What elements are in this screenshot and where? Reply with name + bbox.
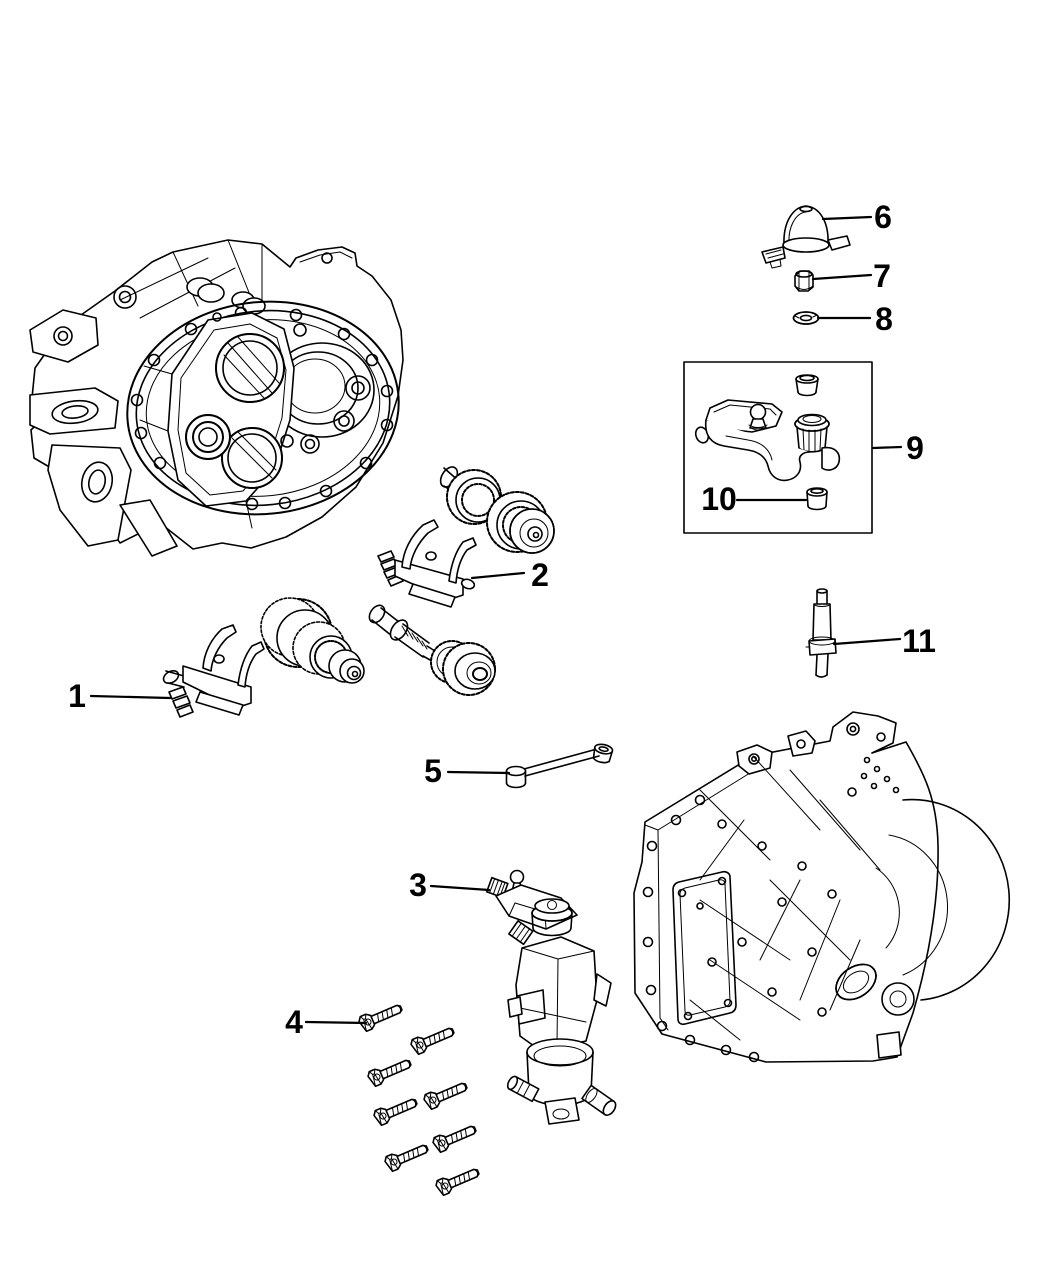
bolt: [371, 1093, 421, 1128]
part-shift-lever-9: [694, 374, 841, 482]
part-bushing-10: [806, 487, 828, 511]
callout-2: 2: [531, 557, 549, 593]
leader-line-1: [89, 694, 172, 700]
callout-11: 11: [902, 623, 936, 659]
callout-1: 1: [68, 678, 86, 714]
leader-line-6: [821, 215, 873, 221]
part-mainshaft-gears: [260, 597, 365, 684]
callout-7: 7: [873, 258, 891, 294]
leader-line-3: [429, 884, 491, 892]
callout-4: 4: [285, 1004, 303, 1040]
bolt: [408, 1022, 458, 1057]
leader-line-5: [446, 770, 511, 775]
leader-lines: [89, 215, 903, 1025]
part-clutch-housing: [29, 239, 404, 557]
part-pin-11: [805, 588, 837, 678]
part-transaxle-housing: [633, 711, 1011, 1063]
callout-3: 3: [409, 867, 427, 903]
part-nut-7: [794, 270, 814, 292]
bolt: [430, 1120, 480, 1155]
callout-6: 6: [874, 199, 892, 235]
callout-10: 10: [701, 481, 737, 517]
leader-line-4: [304, 1020, 368, 1025]
callout-5: 5: [424, 753, 442, 789]
part-countershaft-gears: [439, 466, 555, 554]
bolt: [421, 1077, 471, 1112]
bolt: [365, 1054, 415, 1089]
leader-line-9: [871, 445, 903, 450]
bolt: [356, 999, 406, 1034]
leader-line-2: [470, 571, 526, 580]
group-9-box: [683, 361, 873, 534]
part-cap-6: [761, 205, 851, 269]
bolt: [433, 1163, 483, 1198]
leader-line-11: [832, 637, 902, 646]
callout-8: 8: [875, 301, 893, 337]
part-shift-fork-1: [162, 624, 265, 718]
part-washer-8: [792, 311, 820, 325]
part-selector-rod-5: [505, 743, 614, 789]
part-shift-fork-2: [377, 519, 477, 608]
leader-line-7: [811, 273, 873, 281]
callout-9: 9: [906, 430, 924, 466]
part-input-shaft: [368, 604, 496, 696]
part-bolts-4: [356, 999, 483, 1198]
part-shift-tower-3: [485, 869, 617, 1125]
bolt: [382, 1139, 432, 1174]
